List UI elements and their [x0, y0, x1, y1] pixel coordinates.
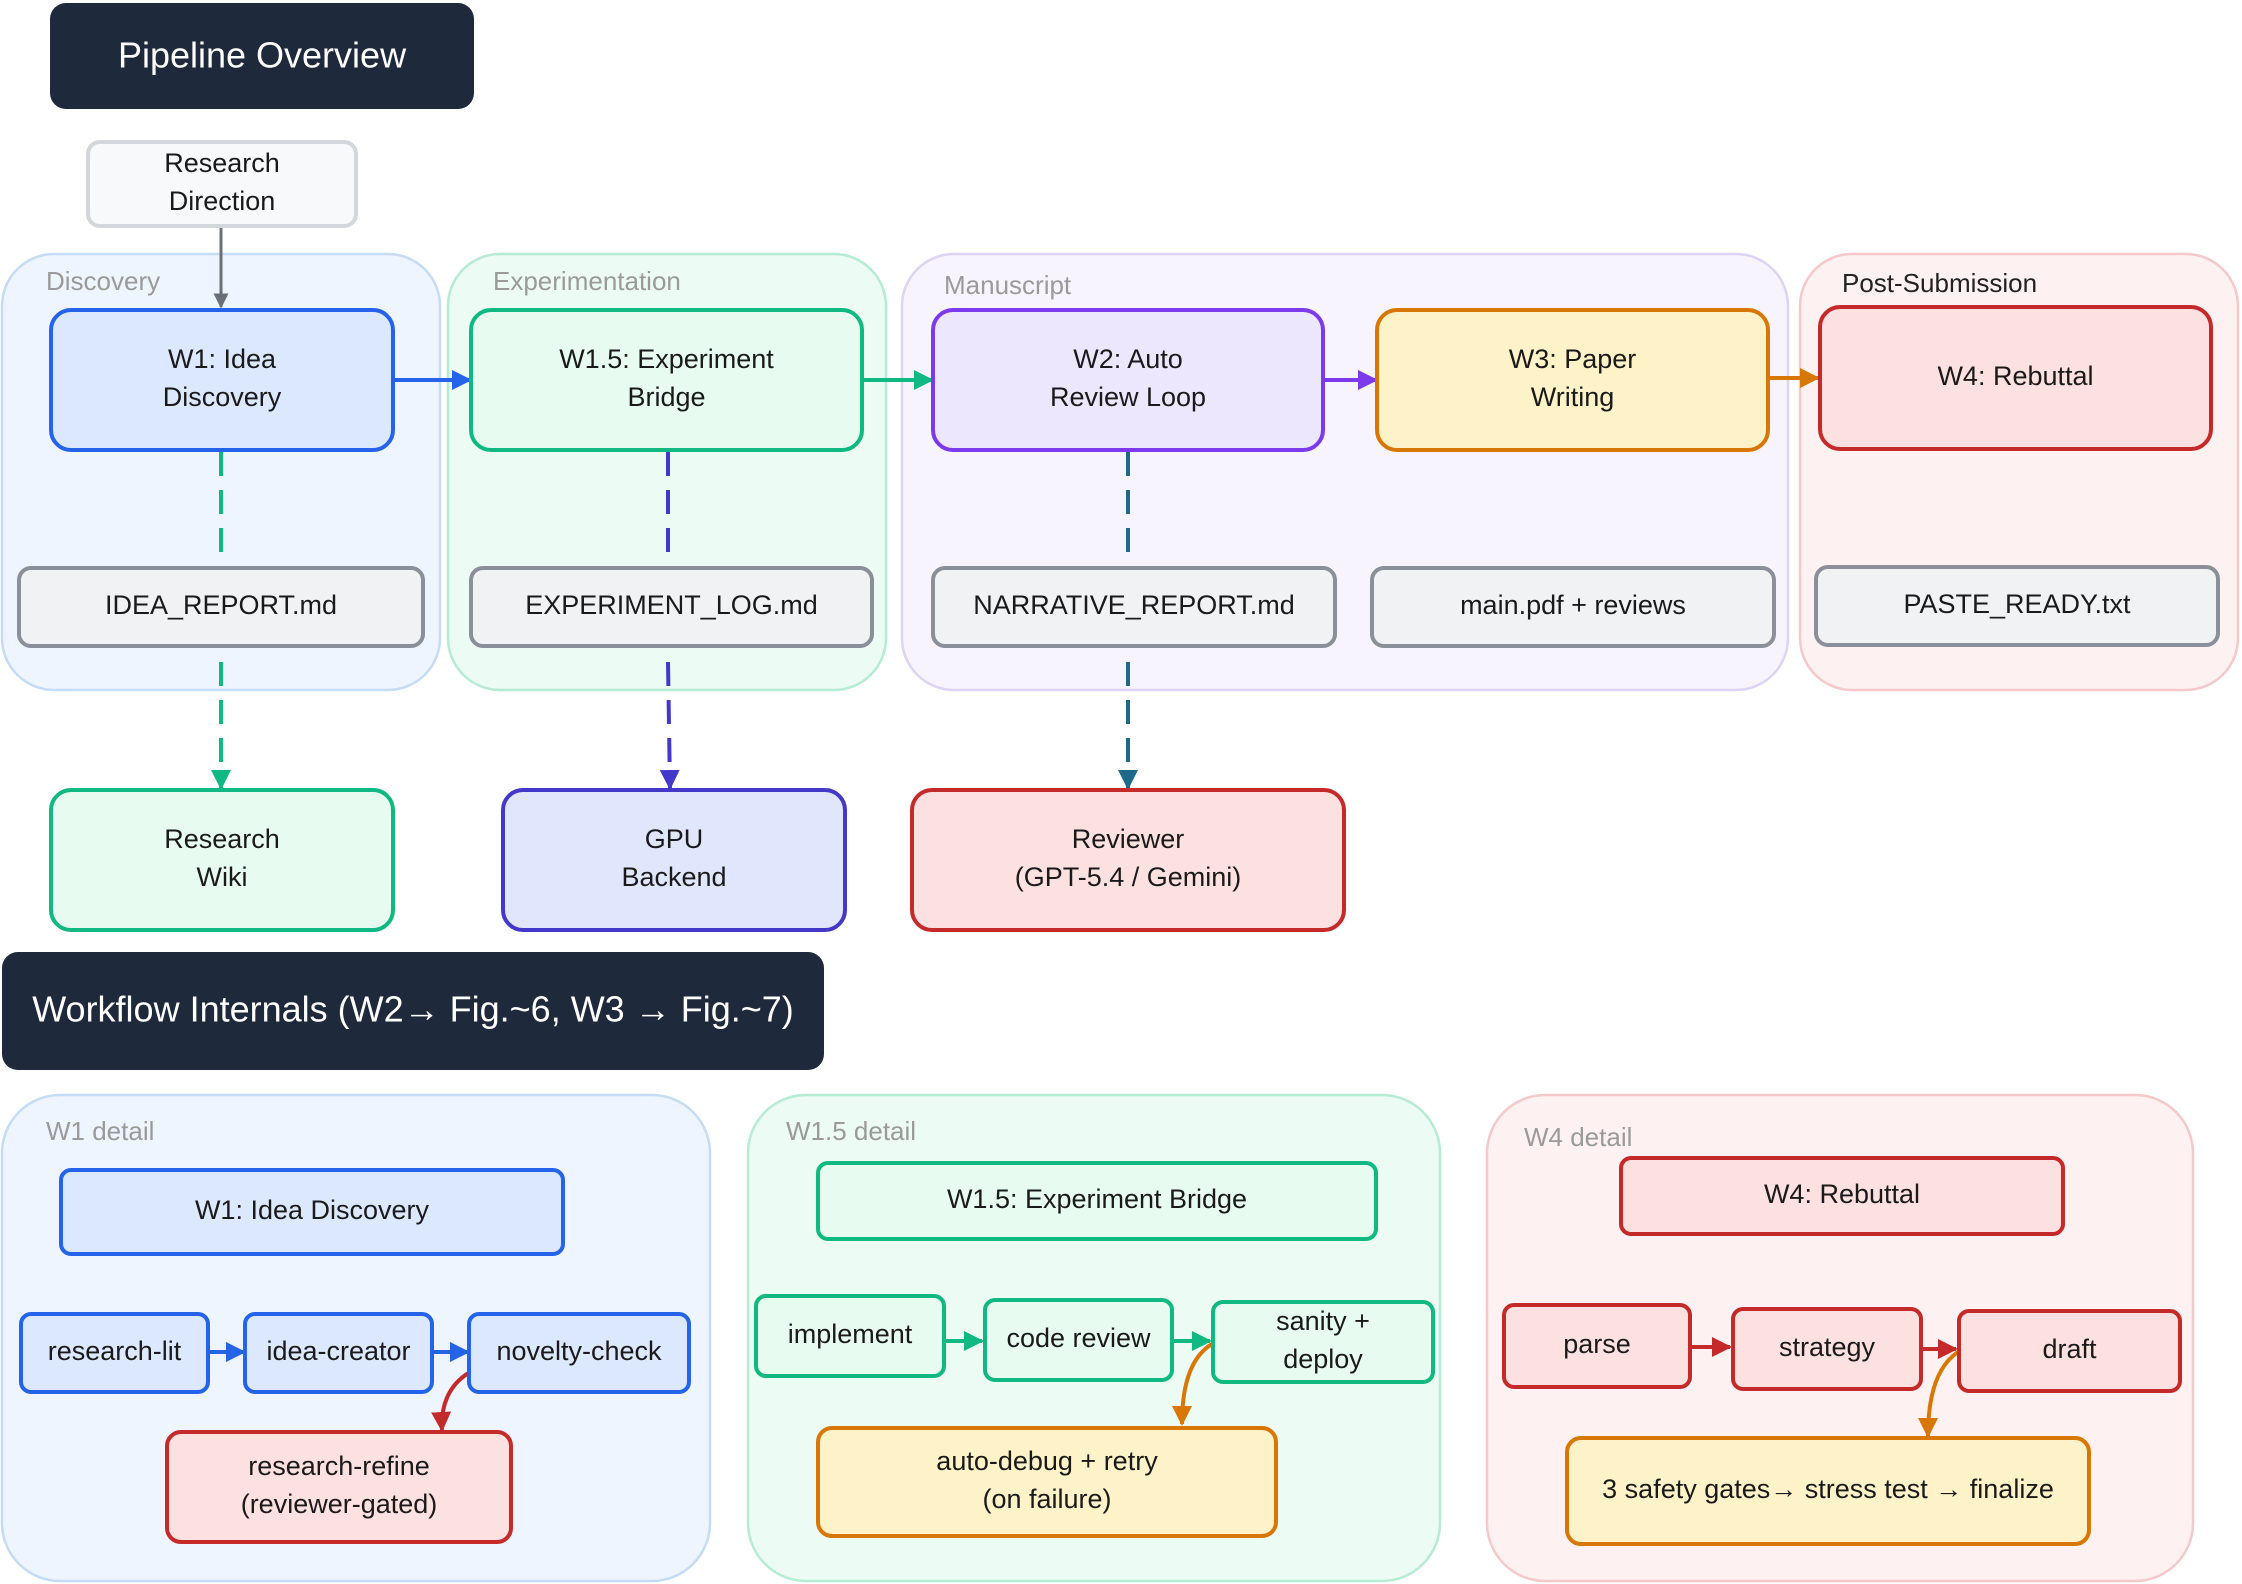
research-refine-node-label-2: (reviewer-gated)	[241, 1489, 438, 1519]
edge-sanity-to-auto-debug	[1172, 1342, 1214, 1426]
research-direction-node-label-1: Research	[164, 148, 280, 178]
narrative-report-file-label-1: NARRATIVE_REPORT.md	[973, 590, 1295, 620]
w4-detail-title-node: W4: Rebuttal	[1619, 1156, 2065, 1236]
research-direction-node-label-2: Direction	[169, 186, 276, 216]
research-wiki-node-label-2: Wiki	[197, 862, 248, 892]
gpu-backend-node-label-1: GPU	[645, 824, 704, 854]
strategy-node-label-1: strategy	[1779, 1332, 1876, 1362]
idea-creator-node: idea-creator	[243, 1312, 434, 1394]
w3-paper-writing-node-label-2: Writing	[1531, 382, 1615, 412]
sanity-deploy-node-label-2: deploy	[1283, 1344, 1363, 1374]
group-w15-detail-label: W1.5 detail	[786, 1116, 916, 1146]
gpu-backend-node-label-2: Backend	[621, 862, 726, 892]
draft-node-label-1: draft	[2042, 1334, 2097, 1364]
experiment-log-file-label-1: EXPERIMENT_LOG.md	[525, 590, 818, 620]
group-manuscript-label: Manuscript	[944, 270, 1072, 300]
pipeline-overview-header: Pipeline Overview	[50, 3, 474, 109]
w1-detail-title-node-label-1: W1: Idea Discovery	[195, 1195, 430, 1225]
experiment-log-file: EXPERIMENT_LOG.md	[469, 566, 874, 648]
connectors	[208, 226, 1960, 1438]
w15-detail-title-node-label-1: W1.5: Experiment Bridge	[947, 1184, 1247, 1214]
auto-debug-retry-node: auto-debug + retry (on failure)	[816, 1426, 1278, 1538]
narrative-report-file: NARRATIVE_REPORT.md	[931, 566, 1337, 648]
w15-experiment-bridge-node-label-1: W1.5: Experiment	[559, 344, 774, 374]
idea-creator-node-label-1: idea-creator	[266, 1336, 410, 1366]
pipeline-overview-title: Pipeline Overview	[118, 35, 407, 76]
edge-draft-to-gates	[1918, 1350, 1960, 1438]
workflow-internals-header: Workflow Internals (W2→ Fig.~6, W3 → Fig…	[2, 952, 824, 1070]
sanity-deploy-node: sanity + deploy	[1211, 1300, 1435, 1384]
strategy-node: strategy	[1731, 1307, 1923, 1391]
main-pdf-reviews-file: main.pdf + reviews	[1370, 566, 1776, 648]
main-pdf-reviews-file-label-1: main.pdf + reviews	[1460, 590, 1686, 620]
reviewer-node-label-1: Reviewer	[1072, 824, 1185, 854]
w1-detail-title-node: W1: Idea Discovery	[59, 1168, 565, 1256]
group-experimentation-label: Experimentation	[493, 266, 681, 296]
novelty-check-node-label-1: novelty-check	[496, 1336, 662, 1366]
paste-ready-file-label-1: PASTE_READY.txt	[1903, 589, 2131, 619]
parse-node: parse	[1502, 1303, 1692, 1389]
group-post-submission-label: Post-Submission	[1842, 268, 2037, 298]
sanity-deploy-node-label-1: sanity +	[1276, 1306, 1370, 1336]
implement-node-label-1: implement	[788, 1319, 913, 1349]
w15-experiment-bridge-node-label-2: Bridge	[627, 382, 705, 412]
idea-report-file-label-1: IDEA_REPORT.md	[105, 590, 337, 620]
parse-node-label-1: parse	[1563, 1329, 1631, 1359]
draft-node: draft	[1957, 1309, 2182, 1393]
w1-idea-discovery-node-label-1: W1: Idea	[168, 344, 277, 374]
group-w4-detail-label: W4 detail	[1524, 1122, 1632, 1152]
auto-debug-retry-node-label-1: auto-debug + retry	[936, 1446, 1158, 1476]
reviewer-node-label-2: (GPT-5.4 / Gemini)	[1015, 862, 1242, 892]
group-w1-detail-label: W1 detail	[46, 1116, 154, 1146]
w2-auto-review-loop-node-label-1: W2: Auto	[1073, 344, 1183, 374]
research-refine-node-label-1: research-refine	[248, 1451, 430, 1481]
w4-rebuttal-node-label-1: W4: Rebuttal	[1937, 361, 2093, 391]
research-refine-node: research-refine (reviewer-gated)	[165, 1430, 513, 1544]
safety-gates-node-label-1: 3 safety gates→ stress test → finalize	[1602, 1474, 2054, 1504]
novelty-check-node: novelty-check	[467, 1312, 691, 1394]
code-review-node-label-1: code review	[1006, 1323, 1151, 1353]
w3-paper-writing-node-label-1: W3: Paper	[1509, 344, 1637, 374]
edge-novelty-check-to-refine	[431, 1370, 472, 1432]
safety-gates-node: 3 safety gates→ stress test → finalize	[1565, 1436, 2091, 1546]
implement-node: implement	[754, 1294, 946, 1378]
reviewer-node: Reviewer (GPT-5.4 / Gemini)	[910, 788, 1346, 932]
paste-ready-file: PASTE_READY.txt	[1814, 565, 2220, 647]
w1-idea-discovery-node-label-2: Discovery	[163, 382, 282, 412]
research-lit-node-label-1: research-lit	[48, 1336, 182, 1366]
w2-auto-review-loop-node-label-2: Review Loop	[1050, 382, 1206, 412]
auto-debug-retry-node-label-2: (on failure)	[982, 1484, 1111, 1514]
gpu-backend-node: GPU Backend	[501, 788, 847, 932]
idea-report-file: IDEA_REPORT.md	[17, 566, 425, 648]
research-wiki-node-label-1: Research	[164, 824, 280, 854]
w4-detail-title-node-label-1: W4: Rebuttal	[1764, 1179, 1920, 1209]
group-discovery-label: Discovery	[46, 266, 160, 296]
workflow-internals-title: Workflow Internals (W2→ Fig.~6, W3 → Fig…	[32, 989, 794, 1030]
code-review-node: code review	[983, 1298, 1174, 1382]
w15-detail-title-node: W1.5: Experiment Bridge	[816, 1161, 1378, 1241]
research-lit-node: research-lit	[19, 1312, 210, 1394]
edge-experiment-log-to-gpu	[659, 661, 680, 790]
w4-rebuttal-node: W4: Rebuttal	[1818, 305, 2213, 451]
